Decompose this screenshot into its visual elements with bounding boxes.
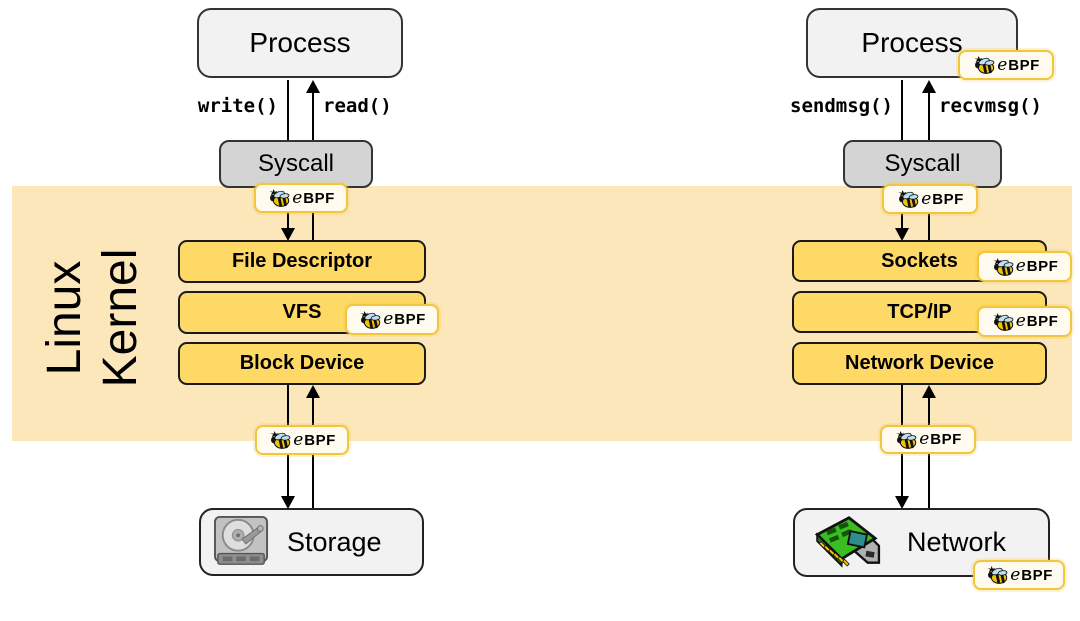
right-layer-label-1: TCP/IP bbox=[887, 300, 952, 323]
ebpf-bpf-label: BPF bbox=[932, 190, 964, 208]
left-read-call-label: read() bbox=[323, 95, 392, 117]
left-layer-label-1: VFS bbox=[282, 301, 322, 323]
right-process-label: Process bbox=[861, 27, 963, 58]
left-process-label: Process bbox=[249, 27, 351, 58]
right-up-arrowhead-1 bbox=[922, 80, 936, 93]
ebpf-bpf-label: BPF bbox=[1026, 258, 1059, 275]
bee-icon bbox=[360, 310, 381, 329]
right-process-box: Process bbox=[806, 8, 1018, 78]
left-up-line-2 bbox=[312, 188, 314, 240]
ebpf-e-label: e bbox=[1015, 256, 1026, 276]
ebpf-e-label: e bbox=[921, 188, 932, 209]
left-layer-label-0: File Descriptor bbox=[231, 250, 373, 272]
right-down-line-1 bbox=[901, 80, 903, 140]
bee-icon bbox=[993, 257, 1014, 276]
right-up-line-1 bbox=[928, 92, 930, 140]
ebpf-bpf-label: BPF bbox=[1021, 566, 1053, 584]
left-up-arrowhead-1 bbox=[306, 80, 320, 93]
network-card-icon bbox=[814, 515, 881, 568]
right-recvmsg-call-label: recvmsg() bbox=[939, 95, 1042, 117]
ebpf-bpf-label: BPF bbox=[394, 311, 426, 328]
ebpf-bpf-label: BPF bbox=[304, 431, 336, 449]
kernel-label-line2: Kernel bbox=[94, 248, 147, 388]
left-down-arrowhead-2 bbox=[281, 228, 295, 241]
left-layer-label-2: Block Device bbox=[239, 352, 365, 374]
left-process-box: Process bbox=[197, 8, 403, 78]
bee-icon bbox=[269, 189, 290, 207]
storage-box: Storage bbox=[199, 508, 424, 576]
ebpf-bpf-label: BPF bbox=[1026, 313, 1059, 330]
right-syscall-label: Syscall bbox=[884, 150, 961, 177]
left-write-call-label: write() bbox=[197, 95, 278, 117]
bee-icon bbox=[898, 190, 919, 208]
right-layer-label-0: Sockets bbox=[881, 249, 958, 272]
right-up-line-2 bbox=[928, 189, 930, 240]
ebpf-e-label: e bbox=[1015, 311, 1026, 331]
left-layer-file-descriptor: File Descriptor bbox=[178, 240, 426, 283]
left-syscall-label: Syscall bbox=[257, 150, 335, 177]
right-down-arrowhead-2 bbox=[895, 228, 909, 241]
right-down-arrowhead-3 bbox=[895, 496, 909, 509]
left-syscall-box: Syscall bbox=[219, 140, 373, 188]
left-down-arrowhead-3 bbox=[281, 496, 295, 509]
right-sendmsg-call-label: sendmsg() bbox=[790, 95, 893, 117]
ebpf-e-label: e bbox=[997, 54, 1008, 75]
left-up-arrowhead-3 bbox=[306, 385, 320, 398]
right-layer-network-device: Network Device bbox=[792, 342, 1047, 385]
ebpf-e-label: e bbox=[1010, 564, 1021, 585]
bee-icon bbox=[993, 312, 1014, 331]
right-up-arrowhead-3 bbox=[922, 385, 936, 398]
left-down-line-1 bbox=[287, 80, 289, 140]
hard-disk-icon bbox=[214, 515, 269, 565]
right-syscall-box: Syscall bbox=[843, 140, 1002, 188]
bee-icon bbox=[270, 431, 291, 449]
ebpf-e-label: e bbox=[919, 429, 930, 449]
right-layer-label-2: Network Device bbox=[845, 352, 994, 374]
storage-label: Storage bbox=[287, 526, 382, 557]
left-up-line-1 bbox=[312, 92, 314, 140]
bee-icon bbox=[987, 566, 1008, 584]
bee-icon bbox=[974, 56, 995, 74]
ebpf-bpf-label: BPF bbox=[303, 189, 335, 207]
ebpf-bpf-label: BPF bbox=[930, 431, 962, 448]
bee-icon bbox=[896, 430, 917, 449]
ebpf-bpf-label: BPF bbox=[1008, 56, 1040, 74]
ebpf-e-label: e bbox=[292, 187, 303, 208]
kernel-label-line1: Linux bbox=[38, 260, 91, 376]
ebpf-e-label: e bbox=[293, 429, 304, 450]
ebpf-e-label: e bbox=[383, 309, 394, 329]
network-label: Network bbox=[907, 527, 1007, 557]
left-layer-block-device: Block Device bbox=[178, 342, 426, 385]
